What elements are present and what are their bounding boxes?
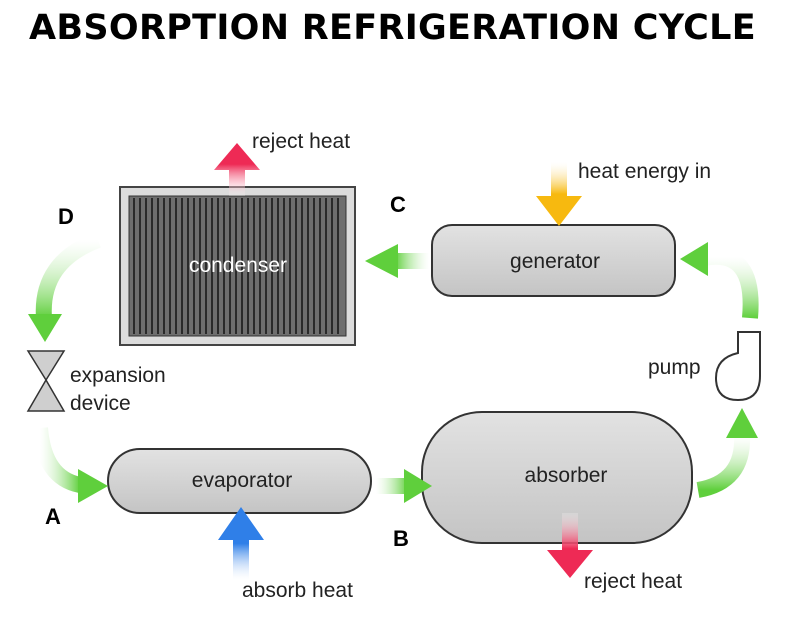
flow-arrow-generator-shaft [702,248,759,319]
flow-arrow-c-head [365,244,398,278]
flow-arrow-d-shaft [35,232,102,319]
condenser-reject-heat-arrow [214,143,260,196]
absorb-heat-arrow [218,507,264,580]
flow-arrow-generator-head [680,242,708,276]
pump-label: pump [648,356,701,379]
flow-arrow-pump-head [726,408,758,438]
flow-arrow-c-shaft [395,253,429,269]
flow-arrow-pump-shaft [696,435,751,498]
absorb-heat-label: absorb heat [242,579,353,602]
absorber-label: absorber [525,464,608,487]
condenser-label: condenser [189,254,287,277]
condenser-reject-heat-label: reject heat [252,130,350,153]
point-b-label: B [393,526,409,551]
point-d-label: D [58,204,74,229]
absorber [421,411,693,544]
generator [431,224,676,297]
absorber-reject-heat-arrow [547,513,593,578]
flow-arrow-a-head [78,469,108,503]
absorber-reject-heat-label: reject heat [584,570,682,593]
evaporator-label: evaporator [192,469,292,492]
generator-label: generator [510,250,600,273]
flow-arrow-b-head [404,469,432,503]
pump-icon [714,331,761,402]
condenser-fins [133,198,339,334]
flow-arrow-b-shaft [376,478,408,494]
expansion-valve-icon [26,350,66,412]
expansion-device-label-line1: expansion [70,364,166,387]
flow-arrow-a-shaft [32,427,82,493]
point-a-label: A [45,504,61,529]
heat-energy-in-arrow [536,162,582,226]
condenser: condenser [119,186,356,346]
flow-arrow-d-head [28,314,62,342]
expansion-device-label-line2: device [70,392,131,415]
page-title: ABSORPTION REFRIGERATION CYCLE [29,8,756,48]
point-c-label: C [390,192,406,217]
heat-energy-in-label: heat energy in [578,160,711,183]
